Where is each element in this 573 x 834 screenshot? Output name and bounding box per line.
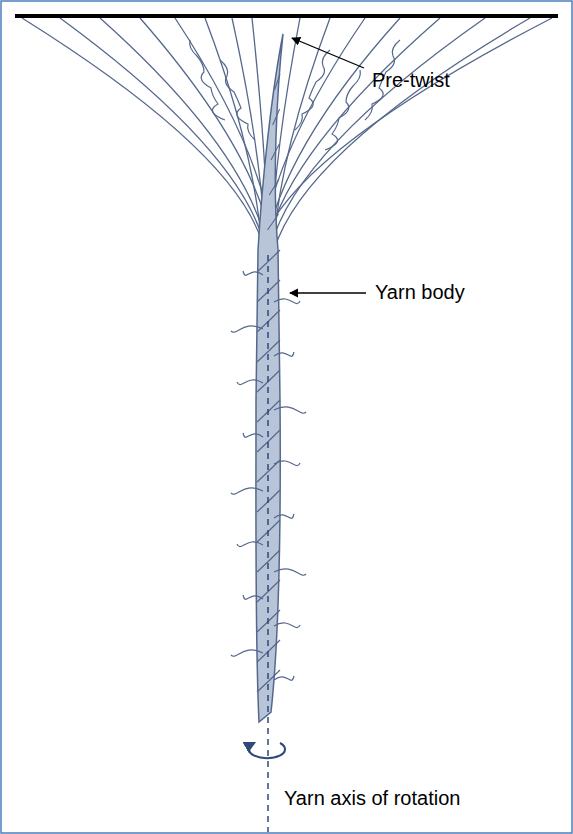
fiber-hair xyxy=(243,271,263,275)
part-label: Yarn body xyxy=(375,280,465,304)
fiber xyxy=(262,18,552,242)
fiber xyxy=(100,18,268,250)
fiber-hair xyxy=(274,623,300,628)
fiber xyxy=(175,18,274,246)
fiber xyxy=(190,40,225,120)
fiber-hair xyxy=(231,326,263,332)
part-label: Yarn axis of rotation xyxy=(284,786,460,810)
fiber-hair xyxy=(274,407,306,413)
rotation-arrow xyxy=(249,743,285,758)
leader-line xyxy=(292,38,364,68)
fiber-hair xyxy=(274,569,306,575)
twist-line xyxy=(275,74,281,90)
fiber xyxy=(22,18,262,242)
fiber xyxy=(271,18,485,246)
leader-line xyxy=(290,292,366,293)
yarn-body xyxy=(256,34,283,722)
fiber-hair xyxy=(274,676,294,680)
fiber xyxy=(140,18,271,242)
fiber xyxy=(60,18,265,246)
fiber-hair xyxy=(274,352,294,356)
fiber-hair xyxy=(274,299,300,304)
fiber xyxy=(274,18,530,250)
fiber-hair xyxy=(274,514,294,518)
fiber-hair xyxy=(243,595,263,599)
fiber-hair xyxy=(231,650,263,656)
fiber-fan xyxy=(22,18,552,250)
axis-line xyxy=(267,255,269,832)
twist-line xyxy=(273,109,280,125)
fiber xyxy=(265,18,400,250)
fiber-hair xyxy=(237,542,263,547)
fiber xyxy=(220,60,255,140)
twist-line xyxy=(269,179,279,195)
top-bar xyxy=(15,14,558,18)
fiber-hair xyxy=(243,433,263,437)
fiber-hair xyxy=(274,461,300,466)
twist-line xyxy=(268,214,279,230)
fiber xyxy=(325,70,360,150)
part-label: Pre-twist xyxy=(372,68,450,92)
twist-line xyxy=(271,144,279,160)
fiber xyxy=(274,18,330,242)
fiber-hair xyxy=(231,488,263,494)
fiber xyxy=(295,50,330,130)
fiber-hair xyxy=(237,380,263,385)
